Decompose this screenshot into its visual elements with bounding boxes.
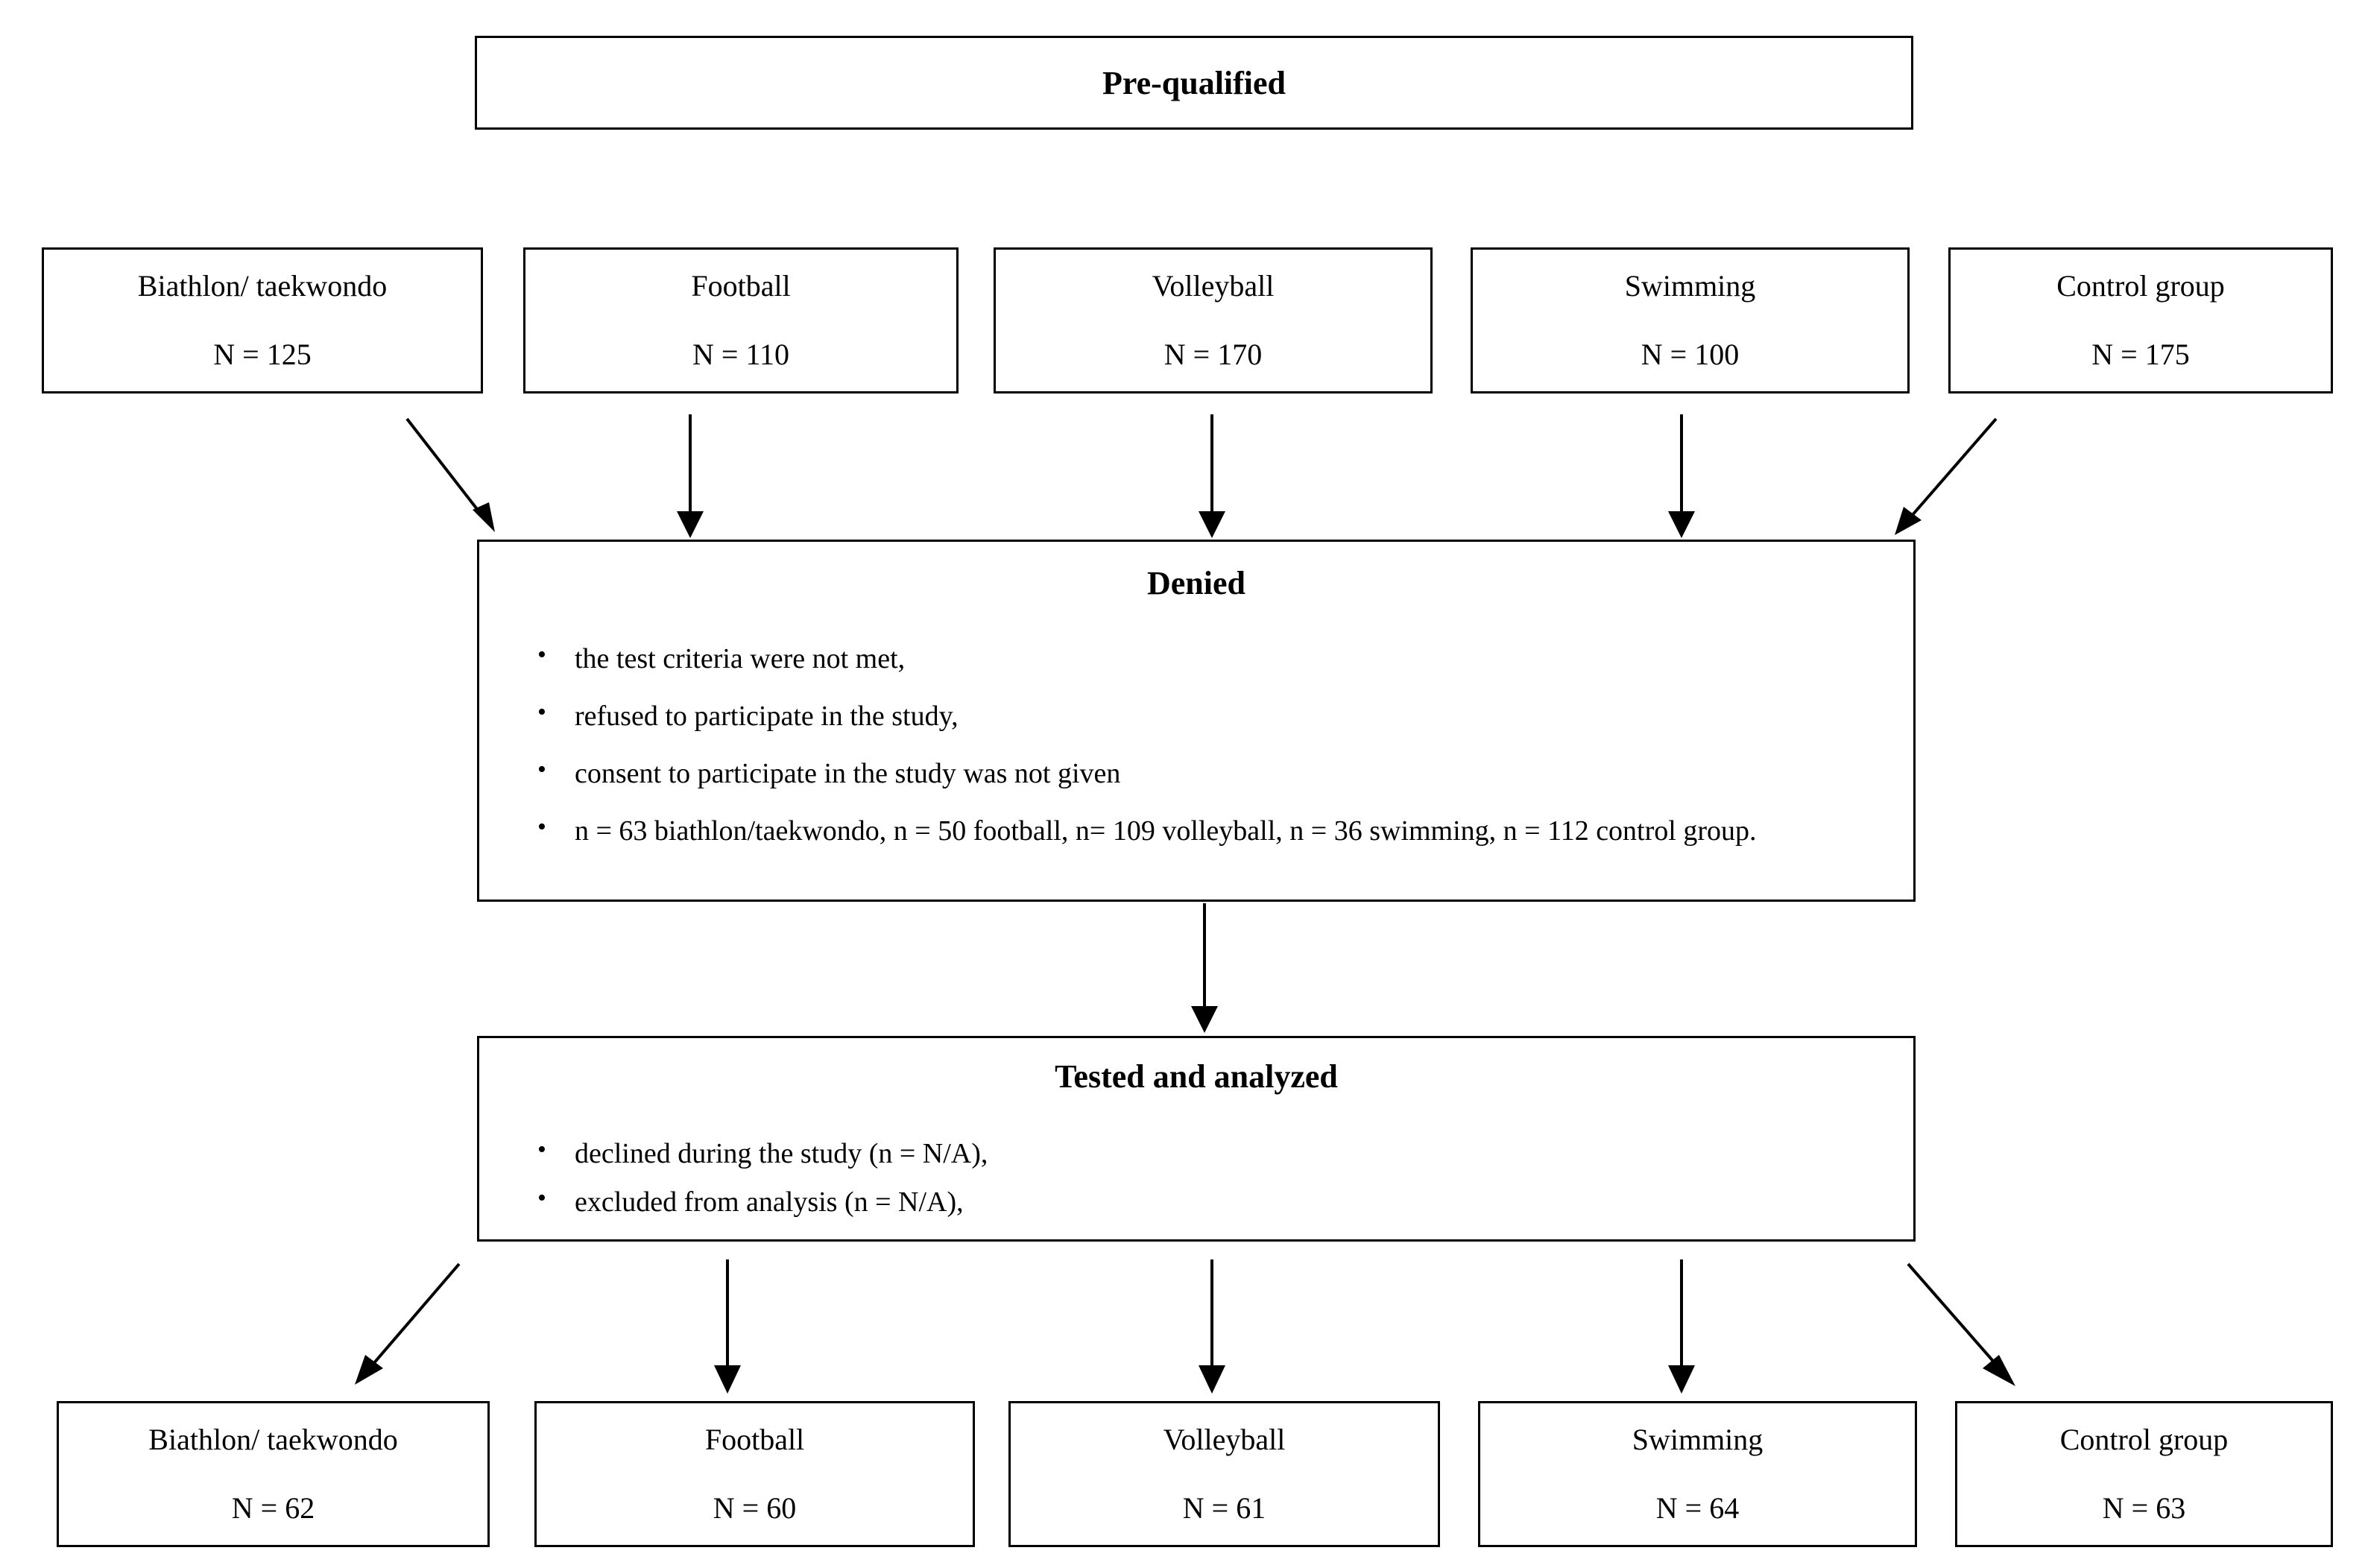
list-item: the test criteria were not met, — [531, 636, 1884, 681]
group-name: Control group — [2059, 1423, 2229, 1456]
list-item: consent to participate in the study was … — [531, 750, 1884, 796]
group-count: N = 63 — [2102, 1491, 2186, 1525]
group-name: Volleyball — [1163, 1423, 1286, 1456]
tested-title: Tested and analyzed — [1055, 1058, 1338, 1095]
connector-tested-to-football — [714, 1259, 741, 1394]
connector-tested-to-control-group — [1907, 1262, 2015, 1386]
tested-bullet-list: declined during the study (n = N/A), exc… — [531, 1131, 1884, 1229]
group-count: N = 100 — [1641, 338, 1740, 371]
node-prequalified-volleyball: Volleyball N = 170 — [994, 247, 1433, 393]
group-count: N = 170 — [1163, 338, 1263, 371]
group-name: Swimming — [1624, 269, 1756, 303]
list-item: n = 63 biathlon/taekwondo, n = 50 footba… — [531, 808, 1884, 853]
group-name: Volleyball — [1152, 269, 1275, 303]
node-analyzed-football: Football N = 60 — [534, 1401, 975, 1547]
node-tested-and-analyzed: Tested and analyzed declined during the … — [477, 1036, 1916, 1242]
node-analyzed-control-group: Control group N = 63 — [1955, 1401, 2333, 1547]
connector-control-group-to-denied — [1895, 417, 1998, 535]
node-analyzed-swimming: Swimming N = 64 — [1478, 1401, 1917, 1547]
group-name: Control group — [2056, 269, 2225, 303]
list-item: declined during the study (n = N/A), — [531, 1131, 1884, 1176]
list-item: refused to participate in the study, — [531, 693, 1884, 739]
denied-bullet-list: the test criteria were not met, refused … — [531, 636, 1884, 867]
denied-title: Denied — [1147, 565, 1245, 601]
group-name: Swimming — [1632, 1423, 1764, 1456]
connector-volleyball-to-denied — [1199, 414, 1225, 538]
group-count: N = 60 — [713, 1491, 797, 1525]
node-analyzed-biathlon-taekwondo: Biathlon/ taekwondo N = 62 — [57, 1401, 490, 1547]
node-pre-qualified: Pre-qualified — [475, 36, 1913, 130]
group-name: Football — [704, 1423, 805, 1456]
group-name: Biathlon/ taekwondo — [148, 1423, 398, 1456]
pre-qualified-label: Pre-qualified — [1102, 64, 1286, 101]
connector-tested-to-biathlon — [355, 1262, 461, 1385]
group-count: N = 110 — [692, 338, 789, 371]
group-count: N = 61 — [1182, 1491, 1266, 1525]
connector-tested-to-volleyball — [1199, 1259, 1225, 1394]
connector-tested-to-swimming — [1668, 1259, 1695, 1394]
node-analyzed-volleyball: Volleyball N = 61 — [1008, 1401, 1440, 1547]
group-count: N = 62 — [231, 1491, 315, 1525]
group-name: Football — [691, 269, 791, 303]
connector-biathlon-to-denied — [405, 417, 495, 532]
group-count: N = 64 — [1655, 1491, 1740, 1525]
node-denied: Denied the test criteria were not met, r… — [477, 540, 1916, 902]
list-item: excluded from analysis (n = N/A), — [531, 1179, 1884, 1224]
connector-denied-to-tested — [1191, 903, 1218, 1033]
group-count: N = 125 — [213, 338, 312, 371]
node-prequalified-football: Football N = 110 — [523, 247, 959, 393]
node-prequalified-swimming: Swimming N = 100 — [1471, 247, 1910, 393]
group-name: Biathlon/ taekwondo — [137, 269, 388, 303]
connector-swimming-to-denied — [1668, 414, 1695, 538]
node-prequalified-control-group: Control group N = 175 — [1948, 247, 2333, 393]
group-count: N = 175 — [2091, 338, 2190, 371]
connector-football-to-denied — [677, 414, 704, 538]
node-prequalified-biathlon-taekwondo: Biathlon/ taekwondo N = 125 — [42, 247, 483, 393]
